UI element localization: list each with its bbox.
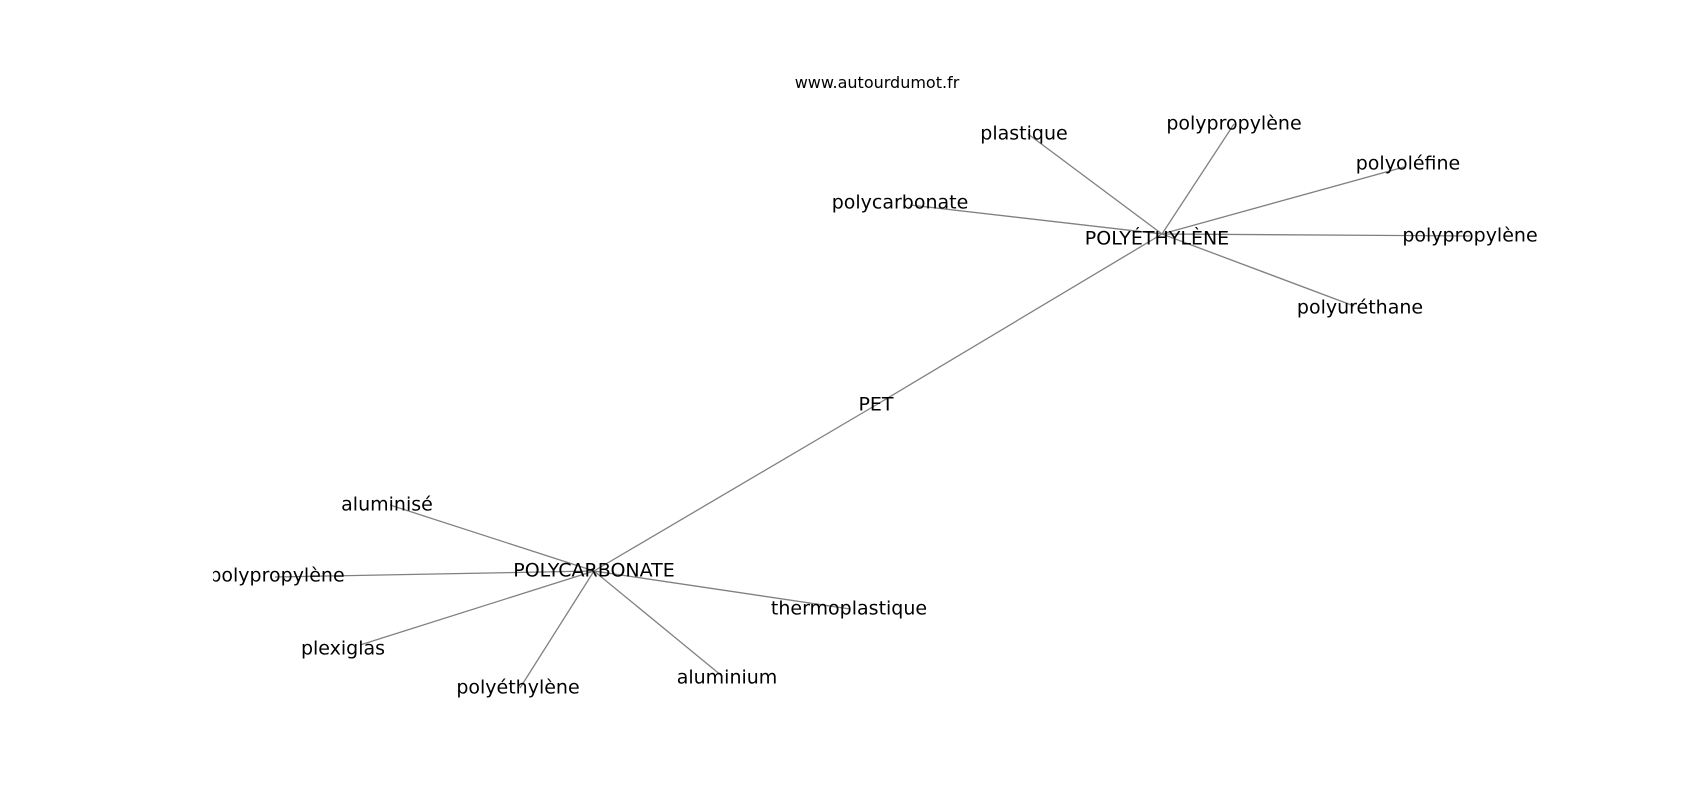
edge-polyethylene-hub-polyolefine [1161,166,1405,235]
node-label-polypropylene-top[interactable]: polypropylène [1166,113,1301,135]
node-label-polypropylene-left[interactable]: polypropylène [209,565,345,587]
node-label-polypropylene-right[interactable]: polypropylène [1402,225,1537,247]
edge-polyethylene-hub-polypropylene-top [1161,123,1235,235]
edge-polyethylene-hub-polypropylene-right [1161,233,1471,237]
edge-polyethylene-hub-polycarbonate-leaf [909,204,1163,235]
edge-polycarbonate-hub-thermoplastique [593,570,851,610]
source-watermark: www.autourdumot.fr [795,73,960,92]
node-label-polyethylene-hub[interactable]: POLYÉTHYLÈNE [1085,227,1229,250]
node-label-aluminium[interactable]: aluminium [677,667,778,689]
node-label-polyethylene-leaf[interactable]: polyéthylène [456,677,579,699]
node-label-polycarbonate-hub[interactable]: POLYCARBONATE [513,560,675,582]
edge-polycarbonate-hub-polyethylene-leaf [519,570,595,689]
node-label-plastique[interactable]: plastique [980,123,1067,145]
labels-layer: PET POLYÉTHYLÈNE POLYCARBONATE plastique pol… [209,113,1538,699]
node-label-polyurethane[interactable]: polyuréthane [1297,297,1423,319]
edge-polycarbonate-hub-plexiglas [359,570,595,646]
node-label-polycarbonate-leaf[interactable]: polycarbonate [832,192,969,214]
node-label-aluminise[interactable]: aluminisé [341,494,433,516]
node-label-thermoplastique[interactable]: thermoplastique [771,598,927,620]
edge-polycarbonate-hub-aluminise [389,504,595,572]
node-label-pet[interactable]: PET [858,394,893,416]
edge-polycarbonate-hub-polypropylene-left [274,570,595,578]
edge-polycarbonate-hub-aluminium [593,570,723,677]
node-label-polyolefine[interactable]: polyoléfine [1356,153,1461,175]
node-label-plexiglas[interactable]: plexiglas [301,638,385,660]
edges-layer [274,123,1471,689]
edge-polyethylene-hub-plastique [1027,133,1163,235]
edge-pet-polycarbonate-hub [593,404,877,572]
edge-pet-polyethylene-hub [875,233,1163,406]
edge-polyethylene-hub-polyurethane [1161,233,1355,307]
